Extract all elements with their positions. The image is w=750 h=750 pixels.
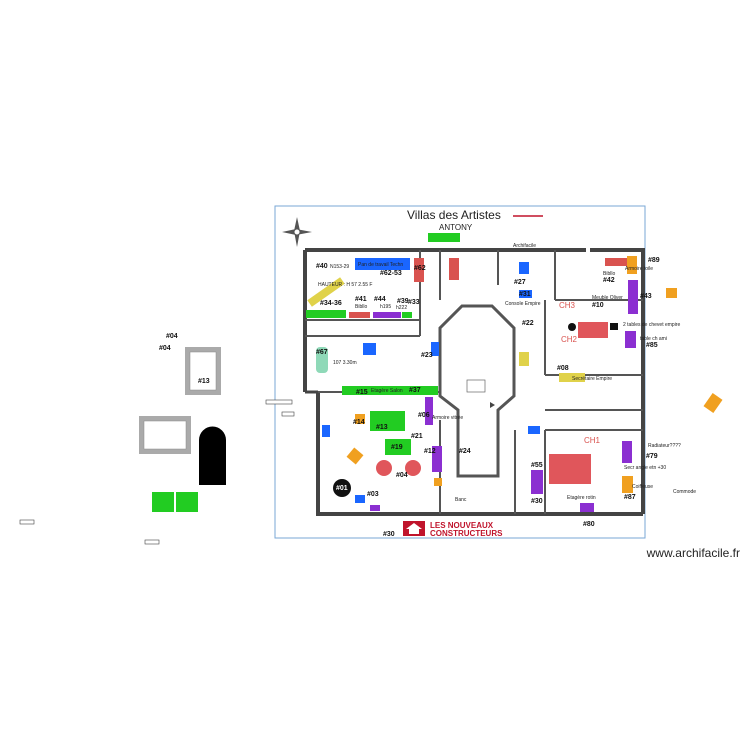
tag: #04 [396,472,408,479]
tag: #87 [624,494,636,501]
furniture-blocks [152,256,723,512]
tag: #34-36 [320,300,342,307]
svg-text:Armoire toile: Armoire toile [625,266,653,272]
tag: #62-53 [380,270,402,277]
tag: #30 [383,531,395,538]
tag: #80 [583,521,595,528]
tag: #55 [531,462,543,469]
tag: #62 [414,265,426,272]
tag: #24 [459,448,471,455]
svg-text:HAUTEUR : H 57 2.55 F: HAUTEUR : H 57 2.55 F [318,282,372,288]
room-label-ch1: CH1 [584,436,601,445]
corner-label: Archifacile [513,243,536,249]
number-tags: #04 #04 #13 #40 #62-53 #62 #41 #44 #34-3… [159,257,660,538]
svg-text:Console Empire: Console Empire [505,301,541,307]
tag: #37 [409,387,421,394]
tag: #39 [397,298,409,305]
tag: #31 [519,291,531,298]
svg-text:Radiateur????: Radiateur???? [648,443,681,449]
svg-text:Secr angle etn +30: Secr angle etn +30 [624,465,666,471]
svg-text:h222: h222 [396,305,407,311]
tag: #43 [640,293,652,300]
tag: #30 [531,498,543,505]
tag: #41 [355,296,367,303]
tag: #44 [374,296,386,303]
tag: #19 [391,444,403,451]
tag: #40 [316,263,328,270]
tag: #15 [356,389,368,396]
tag: #13 [198,378,210,385]
tag: #85 [646,342,658,349]
logo-line1: LES NOUVEAUX [430,521,494,530]
tag: #01 [336,485,348,492]
compass-icon [282,217,312,247]
svg-text:107 3.30m: 107 3.30m [333,360,357,366]
tag: #27 [514,279,526,286]
tag: #14 [353,419,365,426]
plan-subtitle: ANTONY [439,223,473,232]
svg-text:Etagère rotin: Etagère rotin [567,495,596,501]
tag: #04 [166,333,178,340]
tag: #13 [376,424,388,431]
svg-text:Meuble Oliver: Meuble Oliver [592,295,623,301]
plan-title: Villas des Artistes [407,208,501,222]
room-label-ch2: CH2 [561,335,578,344]
svg-text:Commode: Commode [673,489,696,495]
tag: #42 [603,277,615,284]
tag: #23 [421,352,433,359]
constructeurs-logo: LES NOUVEAUX CONSTRUCTEURS [403,521,503,538]
tag: #67 [316,349,328,356]
tag: #04 [159,345,171,352]
furniture-labels: N153-29 HAUTEUR : H 57 2.55 F Bibllo h19… [318,264,696,503]
svg-text:table ch ami: table ch ami [640,336,667,342]
tag: #03 [367,491,379,498]
tag: #33 [408,299,420,306]
svg-text:Etagère Salon: Etagère Salon [371,388,403,394]
svg-text:Banc: Banc [455,497,467,503]
tag: #08 [557,365,569,372]
watermark: www.archifacile.fr [646,546,740,560]
tag: #22 [522,320,534,327]
work-plan-banner [355,258,410,270]
tag: #10 [592,302,604,309]
svg-text:Secrétaire Empire: Secrétaire Empire [572,376,612,382]
tag: #79 [646,453,658,460]
tag: #06 [418,412,430,419]
svg-text:2 tables de chevet empire: 2 tables de chevet empire [623,322,680,328]
svg-text:Bibllo: Bibllo [603,271,615,277]
work-plan-banner-label: Pan de travail Techn [358,262,403,268]
svg-text:Bibllo: Bibllo [355,304,367,310]
title-green-bar [428,233,460,242]
room-label-ch3: CH3 [559,301,576,310]
svg-text:Armoire vitrée: Armoire vitrée [432,415,463,421]
external-furniture [19,347,295,545]
tag: #21 [411,433,423,440]
svg-text:Coiffeuse: Coiffeuse [632,484,653,490]
svg-text:h195: h195 [380,304,391,310]
tag: #89 [648,257,660,264]
stair-arrow-icon [490,402,495,408]
logo-line2: CONSTRUCTEURS [430,529,503,538]
tag: #12 [424,448,436,455]
stair-steps [466,379,486,393]
svg-text:N153-29: N153-29 [330,264,349,270]
